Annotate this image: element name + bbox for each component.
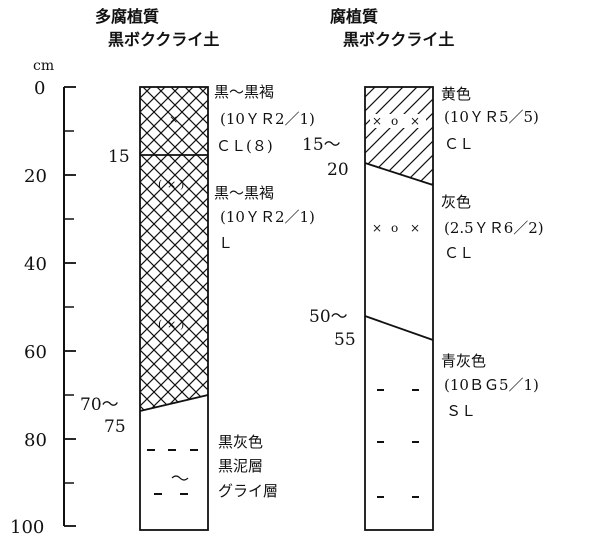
profile2-h1-munsell: (10ＹＲ5／5)	[444, 108, 539, 126]
profile2-title-line2: 黒ボククライ土	[343, 30, 454, 49]
svg-text:×: ×	[167, 318, 176, 331]
axis-unit: cm	[33, 58, 54, 74]
profile1-title-line1: 多腐植質	[95, 7, 159, 26]
profile1-h1-color: 黒〜黒褐	[214, 83, 274, 101]
profile2-boundary-label-15: 15〜	[302, 135, 341, 155]
profile2-h3-color: 青灰色	[441, 352, 486, 370]
profile1-boundary-label-15: 15	[108, 147, 130, 167]
svg-text:): )	[180, 318, 184, 331]
svg-text:×: ×	[372, 114, 382, 128]
profile2-horizon1-hatch	[365, 87, 433, 185]
svg-text:×: ×	[410, 114, 420, 128]
profile2-h2-munsell: (2.5ＹＲ6／2)	[444, 219, 544, 237]
profile2-title-line1: 腐植質	[330, 7, 378, 26]
profile1-boundary-70-75	[139, 394, 209, 412]
profile2-h2-color: 灰色	[441, 193, 471, 211]
profile1-boundary-label-70: 70〜	[80, 395, 119, 415]
profile1-title-line2: 黒ボククライ土	[108, 30, 219, 49]
profile1-horizon1-hatch	[140, 87, 208, 155]
profile1-h3-color: 黒灰色	[218, 433, 263, 451]
profile1-h1-texture: ＣＬ(８)	[216, 137, 273, 155]
tick-label-60: 60	[24, 342, 47, 363]
profile1-h2-munsell: (10ＹＲ2／1)	[220, 208, 315, 226]
profile1-h2-color: 黒〜黒褐	[214, 184, 274, 202]
svg-text:o: o	[391, 114, 398, 128]
profile2-h3-texture: ＳＬ	[446, 402, 476, 420]
profile2-boundary-label-20: 20	[327, 160, 349, 180]
profile1-h3-munsell: 黒泥層	[218, 457, 263, 475]
tick-label-100: 100	[10, 517, 44, 538]
svg-text:×: ×	[167, 178, 176, 191]
profile2-column: × o × × o ×	[364, 86, 434, 531]
tick-label-20: 20	[24, 166, 47, 187]
profile2-boundary-label-55: 55	[334, 330, 356, 350]
svg-text:×: ×	[372, 221, 382, 235]
svg-text:(: (	[158, 318, 162, 331]
profile2-h1-color: 黄色	[441, 85, 471, 103]
profile2-boundary-label-50: 50〜	[309, 307, 348, 327]
mottle-mark: ×	[169, 113, 178, 126]
profile2-h2-texture: ＣＬ	[444, 244, 474, 262]
svg-text:(: (	[158, 178, 162, 191]
tick-label-0: 0	[34, 78, 45, 99]
profile2-h3-munsell: (10ＢＧ5／1)	[444, 376, 539, 394]
profile2-boundary-50-55	[364, 315, 434, 341]
depth-axis: cm 0 20 40 60 80 100	[10, 58, 76, 538]
profile1-h1-munsell: (10ＹＲ2／1)	[220, 110, 315, 128]
profile2-h1-texture: ＣＬ	[444, 135, 474, 153]
tick-label-80: 80	[24, 430, 47, 451]
profile1-h3-texture: グライ層	[218, 482, 278, 500]
profile1-boundary-label-75: 75	[104, 417, 126, 437]
svg-text:o: o	[391, 221, 398, 235]
profile1-column: × ( ×) ( ×)	[139, 86, 209, 531]
profile1-h2-texture: Ｌ	[218, 234, 233, 252]
svg-text:×: ×	[410, 221, 420, 235]
profile1-horizon2-hatch	[140, 155, 208, 411]
profile2-boundary-15-20	[364, 162, 434, 186]
svg-text:): )	[180, 178, 184, 191]
tick-label-40: 40	[24, 254, 47, 275]
